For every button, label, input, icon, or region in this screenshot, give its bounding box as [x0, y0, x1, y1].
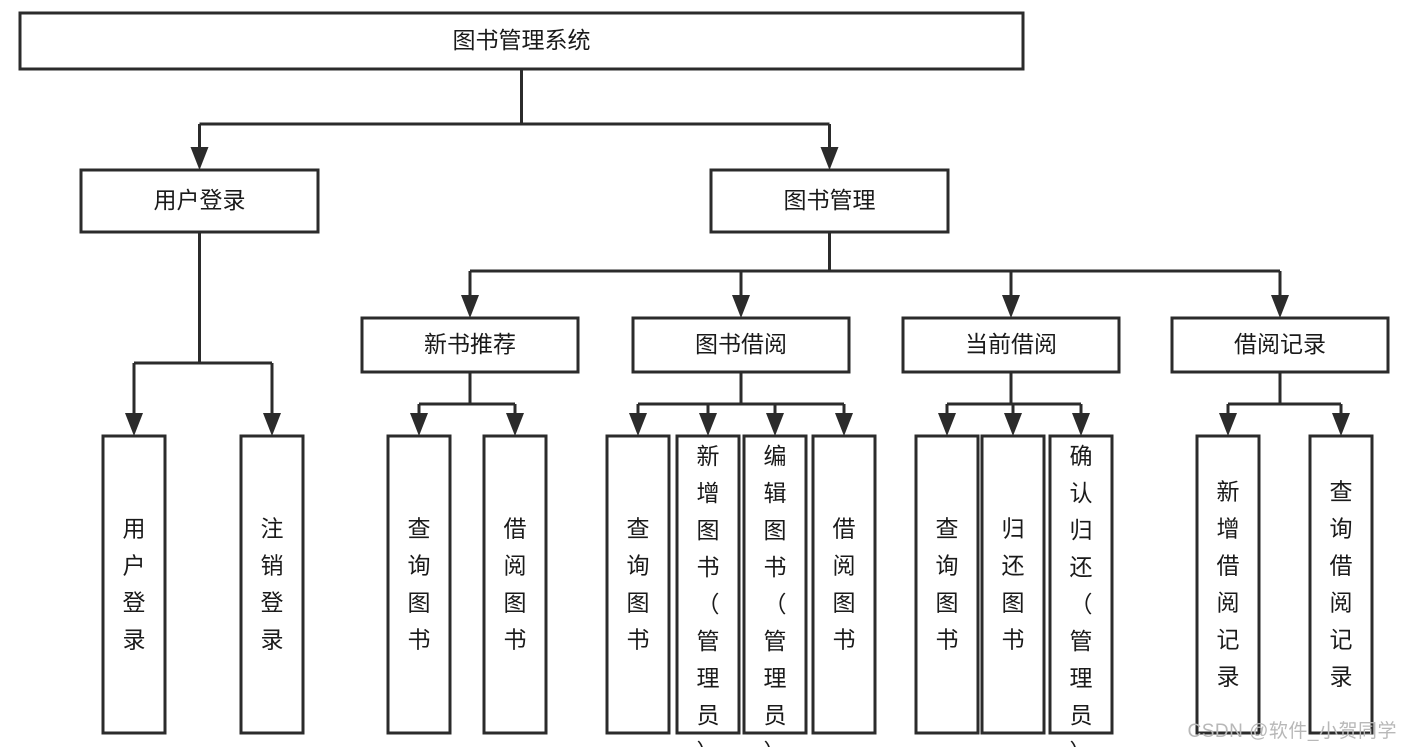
node-box-record-query [1308, 434, 1374, 735]
node-label-current-borrow: 当前借阅 [965, 331, 1057, 357]
root-to-level2-arrow-0-head [190, 147, 209, 170]
node-label-borrow-edit-book: 编辑图书（管理员） [764, 443, 787, 747]
group0-to-leaves-arrow-1-head [506, 413, 524, 436]
node-current-query-book[interactable]: 查询图书 [914, 434, 980, 735]
node-label-user-login-leaf: 用户登录 [123, 516, 146, 653]
node-recommend-borrow-book[interactable]: 借阅图书 [482, 434, 548, 735]
group1-to-leaves-arrow-3-head [835, 413, 853, 436]
node-box-borrow-borrow-book [811, 434, 877, 735]
node-box-current-borrow [901, 316, 1121, 374]
node-borrow-edit-book[interactable]: 编辑图书（管理员） [742, 434, 808, 747]
node-box-borrow-record [1170, 316, 1390, 374]
node-box-book-management [709, 168, 950, 234]
node-record-query[interactable]: 查询借阅记录 [1308, 434, 1374, 735]
group2-to-leaves-arrow-1-head [1004, 413, 1022, 436]
group1-to-leaves-arrow-2-head [766, 413, 784, 436]
group2-to-leaves-arrow-2-head [1072, 413, 1090, 436]
node-label-recommend-borrow-book: 借阅图书 [504, 516, 527, 653]
node-label-recommend-query-book: 查询图书 [408, 516, 431, 653]
node-book-borrow[interactable]: 图书借阅 [631, 316, 851, 374]
root-to-level2-arrow-1-head [820, 147, 839, 170]
node-box-current-query-book [914, 434, 980, 735]
node-box-current-confirm-return [1048, 434, 1114, 735]
node-user-logout-leaf[interactable]: 注销登录 [239, 434, 305, 735]
node-label-current-confirm-return: 确认归还（管理员） [1070, 443, 1093, 747]
node-label-current-query-book: 查询图书 [936, 516, 959, 653]
group3-to-leaves-arrow-1-head [1332, 413, 1350, 436]
group1-to-leaves-arrow-0-head [629, 413, 647, 436]
node-box-root [18, 11, 1025, 71]
node-borrow-add-book[interactable]: 新增图书（管理员） [675, 434, 741, 747]
node-label-book-management: 图书管理 [784, 187, 876, 213]
node-borrow-borrow-book[interactable]: 借阅图书 [811, 434, 877, 735]
mgmt-to-groups-arrow-1-head [732, 295, 750, 318]
group2-to-leaves-arrow-0-head [938, 413, 956, 436]
node-box-borrow-add-book [675, 434, 741, 735]
login-to-leaves-arrow-0-head [125, 413, 143, 436]
node-label-borrow-record: 借阅记录 [1234, 331, 1326, 357]
node-recommend-query-book[interactable]: 查询图书 [386, 434, 452, 735]
node-record-add[interactable]: 新增借阅记录 [1195, 434, 1261, 735]
node-current-confirm-return[interactable]: 确认归还（管理员） [1048, 434, 1114, 747]
node-current-borrow[interactable]: 当前借阅 [901, 316, 1121, 374]
node-label-borrow-add-book: 新增图书（管理员） [697, 443, 720, 747]
node-label-borrow-borrow-book: 借阅图书 [833, 516, 856, 653]
group0-to-leaves-arrow-0-head [410, 413, 428, 436]
node-box-borrow-edit-book [742, 434, 808, 735]
node-borrow-query-book[interactable]: 查询图书 [605, 434, 671, 735]
node-label-root: 图书管理系统 [453, 27, 591, 53]
group1-to-leaves-arrow-1-head [699, 413, 717, 436]
group3-to-leaves-arrow-0-head [1219, 413, 1237, 436]
login-to-leaves-arrow-1-head [263, 413, 281, 436]
node-label-user-logout-leaf: 注销登录 [261, 516, 284, 653]
node-borrow-record[interactable]: 借阅记录 [1170, 316, 1390, 374]
node-book-management[interactable]: 图书管理 [709, 168, 950, 234]
node-root[interactable]: 图书管理系统 [18, 11, 1025, 71]
node-box-user-login-leaf [101, 434, 167, 735]
node-box-record-add [1195, 434, 1261, 735]
node-box-book-borrow [631, 316, 851, 374]
mgmt-to-groups-arrow-2-head [1002, 295, 1020, 318]
mgmt-to-groups-arrow-0-head [461, 295, 479, 318]
node-box-current-return-book [980, 434, 1046, 735]
node-label-record-query: 查询借阅记录 [1330, 479, 1353, 690]
node-box-user-logout-leaf [239, 434, 305, 735]
node-label-current-return-book: 归还图书 [1002, 516, 1025, 653]
node-label-user-login: 用户登录 [154, 187, 246, 213]
node-box-recommend-query-book [386, 434, 452, 735]
node-current-return-book[interactable]: 归还图书 [980, 434, 1046, 735]
node-label-new-book-recommend: 新书推荐 [424, 331, 516, 357]
node-box-borrow-query-book [605, 434, 671, 735]
node-label-borrow-query-book: 查询图书 [627, 516, 650, 653]
node-new-book-recommend[interactable]: 新书推荐 [360, 316, 580, 374]
node-user-login-leaf[interactable]: 用户登录 [101, 434, 167, 735]
node-box-recommend-borrow-book [482, 434, 548, 735]
mgmt-to-groups-arrow-3-head [1271, 295, 1289, 318]
node-label-record-add: 新增借阅记录 [1217, 479, 1240, 690]
node-label-book-borrow: 图书借阅 [695, 331, 787, 357]
node-user-login[interactable]: 用户登录 [79, 168, 320, 234]
